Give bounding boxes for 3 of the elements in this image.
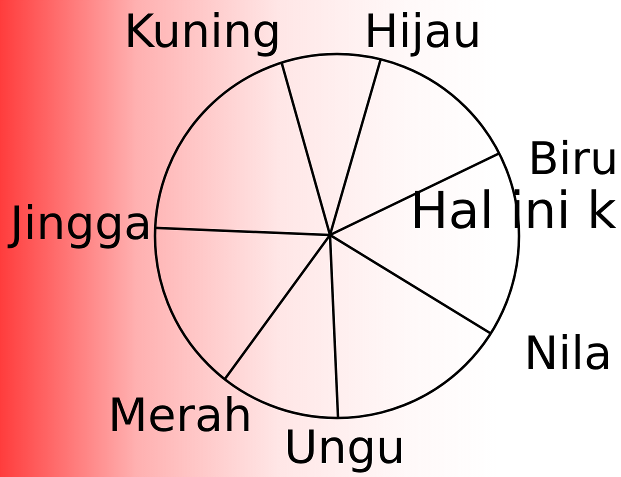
color-label: Nila — [524, 330, 612, 376]
color-label: Biru — [528, 136, 618, 181]
color-label: Merah — [108, 392, 252, 438]
